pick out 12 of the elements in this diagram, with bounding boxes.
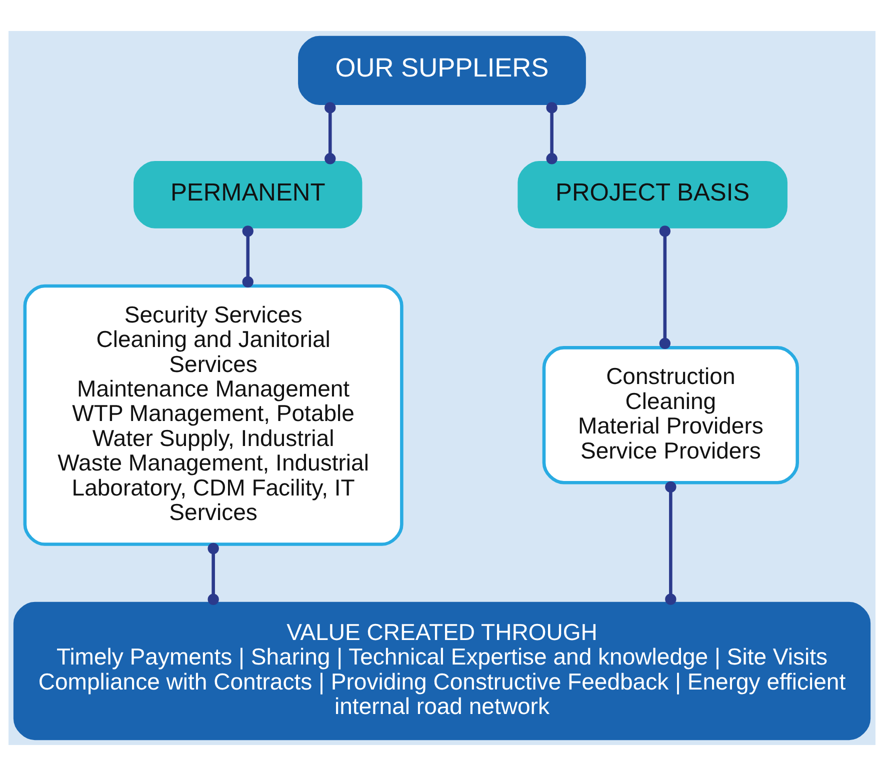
node-box: VALUE CREATED THROUGH Timely Payments | Sharing | Technical Expertise and knowledge | Site Visits Compliance with Contracts | Providing Constructive Feedback | Energy efficient internal road network (13, 601, 871, 740)
node-box: PERMANENT (134, 160, 362, 228)
node-box: Construction Cleaning Material Providers Service Providers (542, 346, 799, 484)
node-box: OUR SUPPLIERS (298, 35, 586, 105)
connector (665, 480, 676, 604)
node-box: Security Services Cleaning and Janitorial Services Maintenance Management WTP Management, Potable Water Supply, Industrial Waste Management, Industrial Laboratory, CDM Facility, IT Services (23, 284, 404, 546)
connector (242, 225, 254, 287)
node-box: PROJECT BASIS (518, 160, 788, 228)
connector (324, 102, 336, 164)
connector (208, 542, 219, 604)
connector (546, 102, 558, 164)
connector (659, 225, 671, 349)
